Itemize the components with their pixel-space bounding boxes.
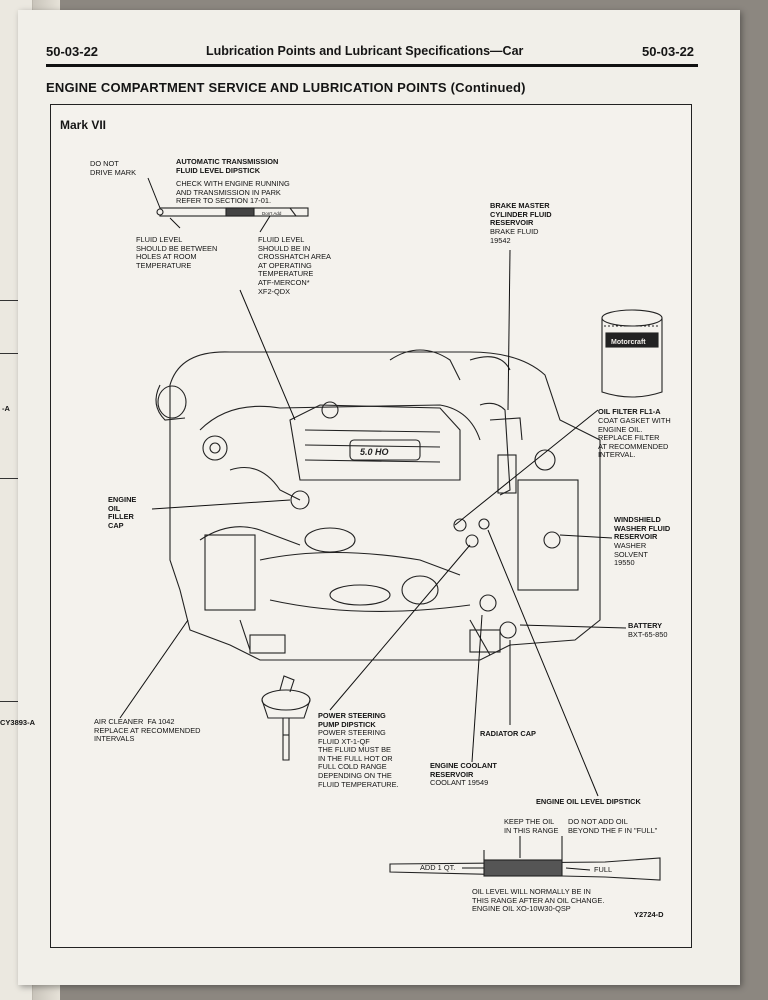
power-steering-title: POWER STEERING PUMP DIPSTICK bbox=[318, 711, 386, 729]
engine-oil-dipstick-drawing bbox=[389, 836, 661, 881]
left-page-code-2: CY3893-A bbox=[0, 718, 36, 727]
do-not-drive-label: DO NOT DRIVE MARK bbox=[90, 159, 136, 177]
engine-outline bbox=[155, 349, 601, 661]
oil-filter-title: OIL FILTER FL1-A bbox=[598, 407, 661, 416]
atf-stick-text: Don't Add bbox=[262, 211, 282, 216]
oil-level-note: OIL LEVEL WILL NORMALLY BE IN THIS RANGE… bbox=[472, 887, 605, 914]
battery-spec: BXT-65-850 bbox=[628, 630, 668, 639]
figure-code: Y2724-D bbox=[634, 910, 664, 919]
coolant-spec: COOLANT 19549 bbox=[430, 778, 489, 787]
battery-title: BATTERY bbox=[628, 621, 663, 630]
power-steering-note: POWER STEERING FLUID XT-1-QF THE FLUID M… bbox=[318, 728, 399, 789]
oil-filter-drawing bbox=[601, 309, 663, 398]
brake-fluid-spec: BRAKE FLUID 19542 bbox=[490, 227, 539, 245]
fluid-room-temp-label: FLUID LEVEL SHOULD BE BETWEEN HOLES AT R… bbox=[136, 235, 218, 270]
power-steering-cap-drawing bbox=[261, 675, 311, 761]
atf-dipstick-title: AUTOMATIC TRANSMISSION FLUID LEVEL DIPST… bbox=[176, 157, 279, 175]
coolant-reservoir-title: ENGINE COOLANT RESERVOIR bbox=[430, 761, 497, 779]
filter-brand-text: Motorcraft bbox=[611, 339, 646, 346]
washer-reservoir-title: WINDSHIELD WASHER FLUID RESERVOIR bbox=[614, 515, 671, 542]
keep-oil-range-label: KEEP THE OIL IN THIS RANGE bbox=[504, 817, 559, 835]
brake-reservoir-title: BRAKE MASTER CYLINDER FLUID RESERVOIR bbox=[490, 201, 552, 228]
oil-filter-note: COAT GASKET WITH ENGINE OIL. REPLACE FIL… bbox=[598, 416, 671, 460]
running-title: Lubrication Points and Lubricant Specifi… bbox=[206, 44, 524, 58]
header-rule bbox=[46, 64, 698, 67]
atf-dipstick bbox=[156, 207, 309, 217]
full-mark-label: FULL bbox=[594, 865, 613, 874]
washer-solvent-spec: WASHER SOLVENT 19550 bbox=[614, 541, 648, 568]
oil-filler-cap-label: ENGINE OIL FILLER CAP bbox=[108, 495, 137, 530]
engine-badge-text: 5.0 HO bbox=[360, 447, 389, 457]
section-title: ENGINE COMPARTMENT SERVICE AND LUBRICATI… bbox=[46, 80, 526, 95]
engine-oil-dipstick-title: ENGINE OIL LEVEL DIPSTICK bbox=[536, 797, 641, 806]
figure-frame bbox=[50, 104, 692, 948]
page-number-left: 50-03-22 bbox=[46, 44, 99, 59]
atf-dipstick-note: CHECK WITH ENGINE RUNNING AND TRANSMISSI… bbox=[176, 179, 290, 206]
add-one-quart-label: ADD 1 QT. bbox=[420, 863, 456, 872]
left-page-code-1: -A bbox=[2, 404, 10, 413]
air-cleaner-label: AIR CLEANER FA 1042 REPLACE AT RECOMMEND… bbox=[94, 717, 201, 744]
fluid-crosshatch-label: FLUID LEVEL SHOULD BE IN CROSSHATCH AREA… bbox=[258, 235, 331, 296]
radiator-cap-label: RADIATOR CAP bbox=[480, 729, 536, 738]
page-number-right: 50-03-22 bbox=[642, 44, 695, 59]
do-not-add-oil-label: DO NOT ADD OIL BEYOND THE F IN "FULL" bbox=[568, 817, 658, 835]
model-label: Mark VII bbox=[60, 118, 107, 132]
